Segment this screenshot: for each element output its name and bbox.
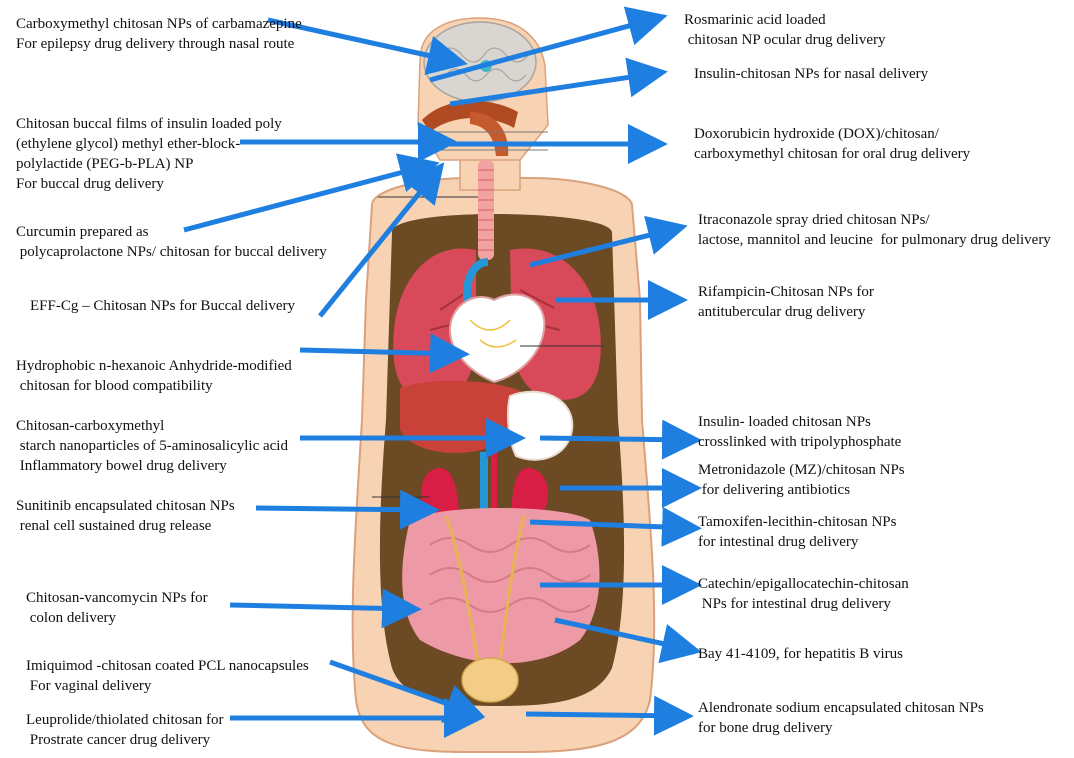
label-imiquimod: Imiquimod -chitosan coated PCL nanocapsu…	[26, 656, 309, 696]
label-leuprolide: Leuprolide/thiolated chitosan for Prostr…	[26, 710, 223, 750]
label-alendronate: Alendronate sodium encapsulated chitosan…	[698, 698, 984, 738]
label-rosmarinic: Rosmarinic acid loaded chitosan NP ocula…	[684, 10, 885, 50]
label-sunitinib: Sunitinib encapsulated chitosan NPs rena…	[16, 496, 235, 536]
label-insulin-buccal: Chitosan buccal films of insulin loaded …	[16, 114, 282, 194]
label-insulin-tpp: Insulin- loaded chitosan NPs crosslinked…	[698, 412, 901, 452]
label-insulin-nasal: Insulin-chitosan NPs for nasal delivery	[694, 64, 928, 84]
label-hexanoic: Hydrophobic n-hexanoic Anhydride-modifie…	[16, 356, 292, 396]
label-vancomycin: Chitosan-vancomycin NPs for colon delive…	[26, 588, 208, 628]
label-bay: Bay 41-4109, for hepatitis B virus	[698, 644, 903, 664]
label-metronidazole: Metronidazole (MZ)/chitosan NPs for deli…	[698, 460, 905, 500]
label-curcumin: Curcumin prepared as polycaprolactone NP…	[16, 222, 327, 262]
label-rifampicin: Rifampicin-Chitosan NPs for antitubercul…	[698, 282, 874, 322]
head	[418, 18, 548, 160]
stomach	[508, 392, 572, 460]
label-tamoxifen: Tamoxifen-lecithin-chitosan NPs for inte…	[698, 512, 897, 552]
arrow	[540, 438, 692, 440]
label-catechin: Catechin/epigallocatechin-chitosan NPs f…	[698, 574, 909, 614]
bladder	[462, 658, 518, 702]
label-aminosalicylic: Chitosan-carboxymethyl starch nanopartic…	[16, 416, 288, 476]
arrow	[256, 508, 430, 510]
label-doxorubicin: Doxorubicin hydroxide (DOX)/chitosan/ ca…	[694, 124, 970, 164]
label-carbamazepine: Carboxymethyl chitosan NPs of carbamazep…	[16, 14, 302, 54]
label-itraconazole: Itraconazole spray dried chitosan NPs/ l…	[698, 210, 1051, 250]
label-eff-cg: EFF-Cg – Chitosan NPs for Buccal deliver…	[30, 296, 295, 316]
arrow	[526, 714, 684, 716]
